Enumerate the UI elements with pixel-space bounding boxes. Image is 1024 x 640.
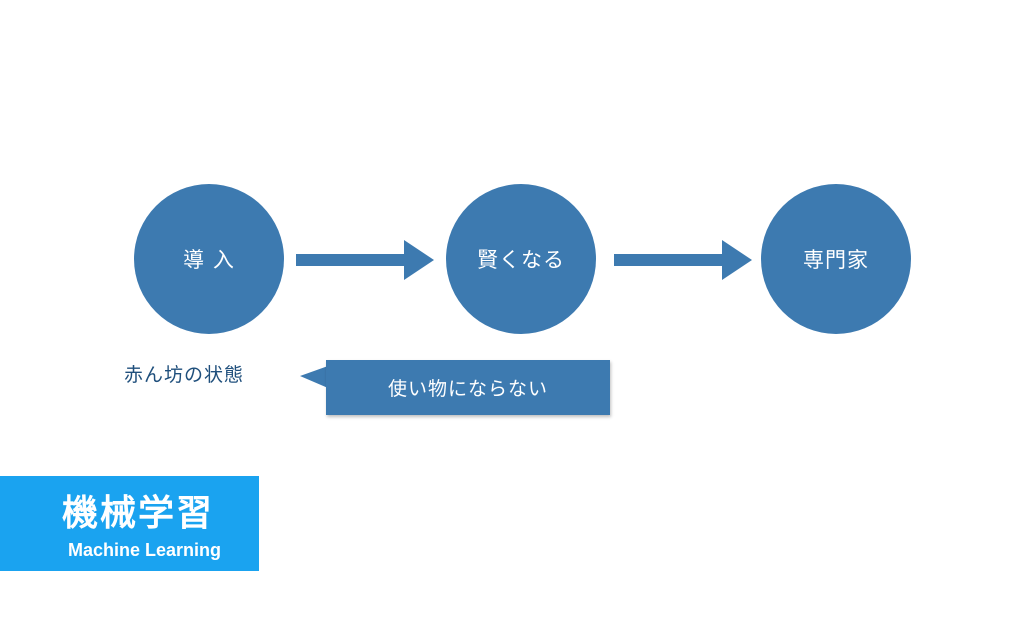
baby-state-label: 赤ん坊の状態 bbox=[124, 364, 245, 386]
node-expert-label: 専門家 bbox=[803, 248, 869, 272]
node-getting-smarter: 賢くなる bbox=[446, 184, 596, 334]
node-intro: 導 入 bbox=[134, 184, 284, 334]
node-expert: 専門家 bbox=[761, 184, 911, 334]
callout-pointer bbox=[300, 366, 328, 388]
useless-callout-text: 使い物にならない bbox=[387, 378, 548, 400]
arrow-smart-to-expert bbox=[614, 240, 752, 280]
useless-callout: 使い物にならない bbox=[326, 360, 610, 415]
brand-subtitle: Machine Learning bbox=[68, 540, 222, 560]
arrow-intro-to-smart bbox=[296, 240, 434, 280]
node-getting-smarter-label: 賢くなる bbox=[477, 248, 565, 272]
brand-badge: 機械学習 Machine Learning bbox=[0, 476, 259, 571]
node-intro-label: 導 入 bbox=[183, 248, 235, 272]
brand-title: 機械学習 bbox=[62, 493, 215, 534]
